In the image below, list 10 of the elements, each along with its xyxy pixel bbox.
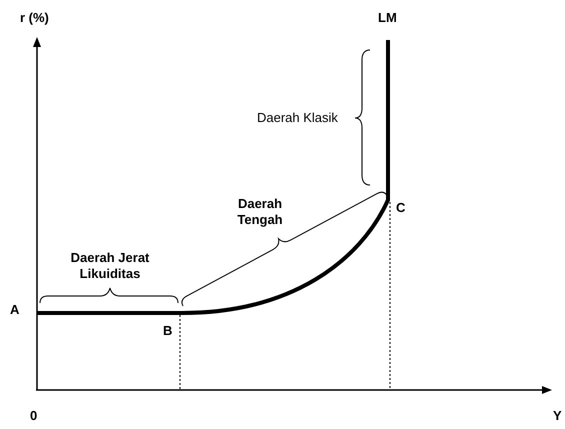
axis-label: r (%) <box>20 10 49 26</box>
point-label: A <box>10 302 20 318</box>
point-label: B <box>163 323 172 339</box>
curve-label: LM <box>378 10 397 26</box>
origin-label: 0 <box>30 408 38 424</box>
point-label: C <box>396 200 406 216</box>
region-label: Daerah Jerat Likuiditas <box>70 250 150 282</box>
axis-label: Y <box>553 408 562 424</box>
region-label: Daerah Tengah <box>236 196 284 228</box>
region-label: Daerah Klasik <box>257 110 338 126</box>
